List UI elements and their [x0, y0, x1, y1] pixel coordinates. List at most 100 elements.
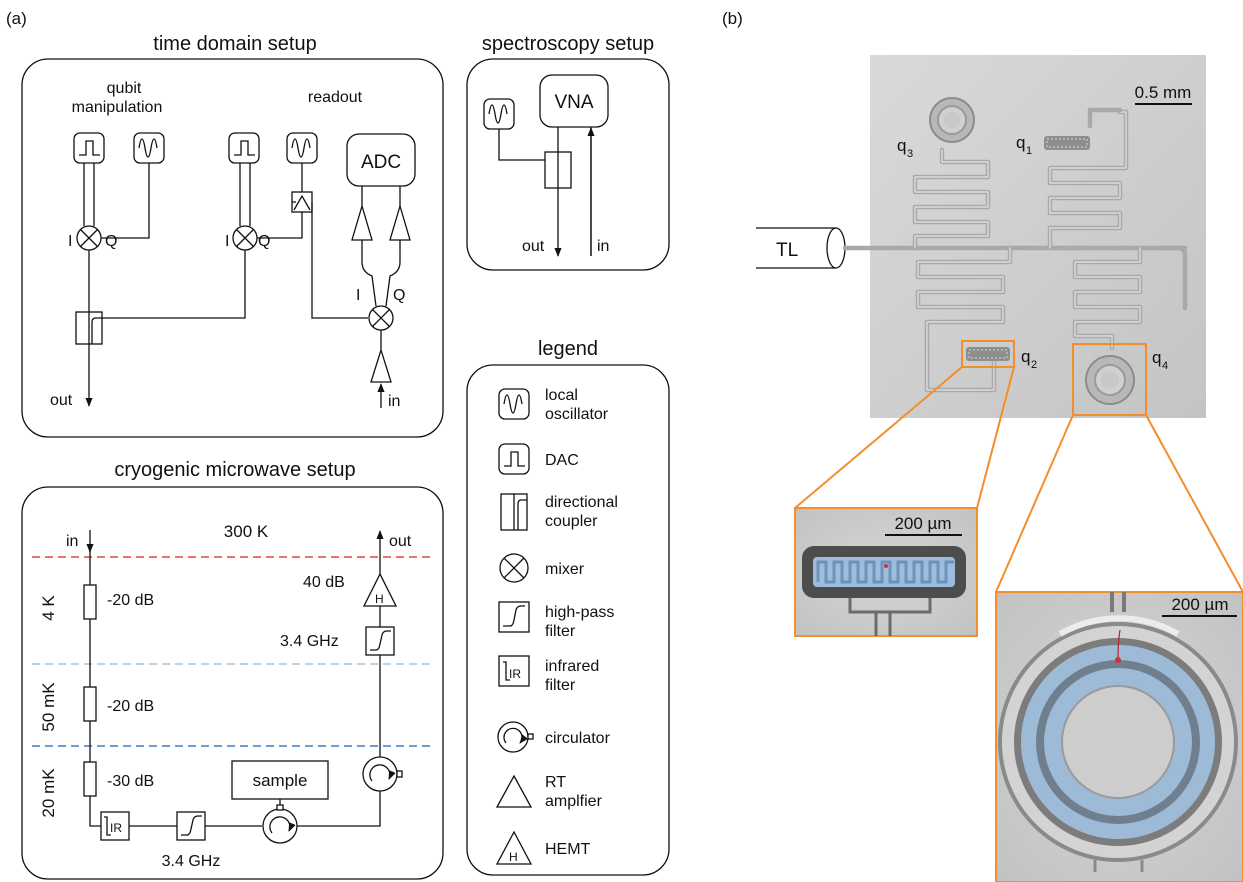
in-label: in	[597, 238, 609, 255]
qubit-manipulation-label-1: qubit	[107, 80, 142, 97]
q-label: Q	[105, 233, 117, 250]
dac-icon	[73, 132, 105, 164]
q2-subscript: 2	[1031, 359, 1037, 371]
mixer-icon	[368, 305, 394, 331]
filter-top-label: 3.4 GHz	[280, 633, 339, 650]
qubit-q1	[1044, 136, 1090, 150]
attenuator-label-2: -20 dB	[107, 698, 154, 715]
adc-box	[346, 133, 416, 187]
chip-micrograph: TL q 3 q 1 q 2	[756, 55, 1243, 882]
high-pass-filter-icon	[365, 626, 395, 656]
svg-text:IR: IR	[509, 667, 521, 681]
cryogenic-setup: cryogenic microwave setup 300 K 4 K 50 m…	[21, 459, 444, 880]
out-label: out	[50, 392, 73, 409]
directional-coupler-icon	[544, 151, 572, 189]
legend: legend local oscillator DAC directional …	[466, 338, 670, 876]
legend-label: mixer	[545, 561, 585, 578]
qubit-manipulation-label-2: manipulation	[72, 99, 163, 116]
qubit-q3	[929, 97, 975, 143]
sample-label: sample	[253, 771, 308, 790]
q1-subscript: 1	[1026, 145, 1032, 157]
i-label: I	[356, 287, 360, 304]
q3-label: q	[897, 136, 906, 155]
circulator-icon	[362, 756, 403, 792]
q-label: Q	[258, 233, 270, 250]
vna-label: VNA	[554, 92, 593, 113]
q-label: Q	[393, 287, 405, 304]
local-oscillator-icon	[286, 132, 318, 164]
attenuator-3	[83, 761, 97, 797]
circulator-icon	[497, 721, 534, 753]
high-pass-filter-icon	[498, 601, 530, 633]
out-label: out	[389, 533, 412, 550]
dac-icon	[498, 443, 530, 475]
high-pass-filter-icon	[176, 811, 206, 841]
vna-box	[539, 74, 609, 128]
spectroscopy-title: spectroscopy setup	[482, 33, 654, 55]
infrared-filter-icon: IR	[498, 655, 530, 687]
panel-label-a: (a)	[6, 9, 27, 28]
tl-label: TL	[776, 240, 798, 261]
local-oscillator-icon	[483, 98, 515, 130]
local-oscillator-icon	[498, 388, 530, 420]
adc-label: ADC	[361, 152, 401, 173]
q1-label: q	[1016, 133, 1025, 152]
cryogenic-title: cryogenic microwave setup	[114, 459, 355, 481]
svg-text:H: H	[509, 850, 518, 864]
attenuator-label-1: -20 dB	[107, 592, 154, 609]
qubit-q4	[1085, 355, 1135, 405]
readout-label: readout	[308, 89, 363, 106]
attenuator-label-3: -30 dB	[107, 773, 154, 790]
sample-box	[231, 760, 329, 800]
spectroscopy-setup: spectroscopy setup VNA out in	[466, 33, 670, 271]
stage-label-4k: 4 K	[39, 595, 58, 621]
out-label: out	[522, 238, 545, 255]
hemt-icon: H	[362, 572, 398, 607]
mixer-icon	[232, 225, 258, 251]
svg-text:IR: IR	[110, 821, 122, 835]
q3-subscript: 3	[907, 148, 913, 160]
mixer-icon	[76, 225, 102, 251]
dac-icon	[228, 132, 260, 164]
svg-text:H: H	[375, 592, 384, 606]
panel-label-b: (b)	[722, 9, 743, 28]
in-label: in	[66, 533, 78, 550]
q2-label: q	[1021, 347, 1030, 366]
legend-label: coupler	[545, 513, 598, 530]
scale-label-zoom1: 200 µm	[894, 514, 951, 533]
time-domain-title: time domain setup	[153, 33, 316, 55]
directional-coupler-icon	[75, 311, 103, 345]
cryogenic-frame	[21, 486, 444, 880]
legend-label: local	[545, 387, 578, 404]
time-domain-frame	[21, 58, 444, 438]
mixer-icon	[499, 553, 529, 583]
legend-label: oscillator	[545, 406, 609, 423]
legend-title: legend	[538, 338, 598, 360]
q4-subscript: 4	[1162, 360, 1168, 372]
filter-bottom-label: 3.4 GHz	[162, 853, 221, 870]
qubit-q2	[966, 347, 1010, 361]
i-label: I	[225, 233, 229, 250]
legend-label: infrared	[545, 658, 599, 675]
q4-label: q	[1152, 348, 1161, 367]
legend-label: directional	[545, 494, 618, 511]
legend-label: filter	[545, 677, 576, 694]
attenuator-1	[83, 584, 97, 620]
attenuator-2	[83, 686, 97, 722]
legend-label: RT	[545, 774, 566, 791]
legend-label: filter	[545, 623, 576, 640]
circulator-icon	[262, 804, 298, 844]
highlight-box-q2	[961, 340, 1015, 368]
amp-gain-label: 40 dB	[303, 574, 345, 591]
directional-coupler-icon	[500, 493, 528, 531]
stage-label-50mk: 50 mK	[39, 682, 58, 732]
rt-amplifier-icon	[495, 774, 533, 808]
legend-label: high-pass	[545, 604, 614, 621]
i-label: I	[68, 233, 72, 250]
infrared-filter-icon: IR	[100, 811, 130, 841]
local-oscillator-icon	[133, 132, 165, 164]
legend-label: DAC	[545, 452, 579, 469]
highlight-box-q4	[1072, 343, 1147, 416]
scale-label-main: 0.5 mm	[1135, 83, 1192, 102]
hemt-icon: H	[495, 830, 533, 865]
